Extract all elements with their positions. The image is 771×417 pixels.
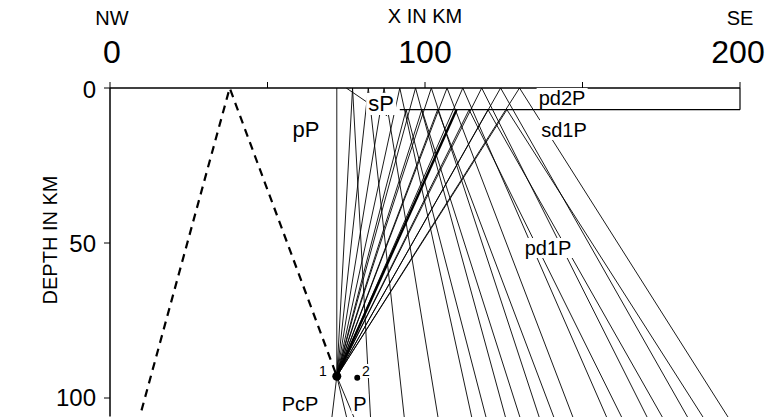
dashed-path	[142, 88, 337, 410]
callout-number: 2	[360, 364, 372, 378]
ray-path	[337, 110, 628, 417]
axis-direction: NW	[93, 8, 130, 28]
x-tick	[267, 82, 268, 88]
ray-path	[337, 88, 406, 417]
ray-path	[337, 88, 695, 417]
ray-path	[337, 110, 489, 417]
ray-path	[337, 88, 612, 417]
tick-label: 0	[81, 78, 98, 102]
ray-path	[337, 110, 669, 417]
x-tick	[740, 82, 741, 88]
phase-label: sP	[366, 93, 396, 115]
ray-path	[337, 376, 350, 417]
layer-boundary	[400, 109, 740, 110]
tick-label: 200	[709, 36, 766, 68]
callout-number: 1	[317, 364, 329, 378]
x-tick	[425, 82, 426, 88]
phase-label: pd1P	[523, 238, 574, 258]
left-axis	[109, 88, 111, 417]
ray-path	[337, 88, 543, 417]
axis-title: DEPTH IN KM	[40, 174, 60, 307]
y-tick	[104, 398, 110, 399]
source-point	[332, 372, 341, 381]
ray-path-bold	[337, 110, 457, 377]
ray-path	[336, 88, 337, 376]
rays	[142, 88, 741, 417]
ray-path	[331, 376, 337, 417]
axes	[104, 82, 740, 417]
x-tick	[110, 82, 111, 88]
tick-label: 50	[67, 232, 98, 256]
tick-label: 100	[54, 386, 98, 410]
phase-label: P	[351, 394, 368, 414]
ray-path	[337, 110, 711, 417]
phase-label: pd2P	[537, 88, 588, 108]
axis-title: X IN KM	[386, 6, 464, 26]
ray-path	[337, 110, 559, 417]
phase-label: PcP	[280, 394, 321, 414]
phase-label: pP	[291, 119, 322, 141]
axis-direction: SE	[725, 8, 756, 28]
y-tick	[104, 243, 110, 244]
phase-label: sd1P	[539, 120, 589, 140]
tick-label: 100	[396, 36, 453, 68]
ray-path	[337, 88, 440, 417]
ray-path	[337, 88, 653, 417]
y-tick	[104, 88, 110, 89]
tick-label: 0	[101, 36, 123, 68]
layer-boundary	[739, 88, 740, 110]
ray-path	[337, 88, 475, 417]
ray-path	[337, 88, 736, 417]
